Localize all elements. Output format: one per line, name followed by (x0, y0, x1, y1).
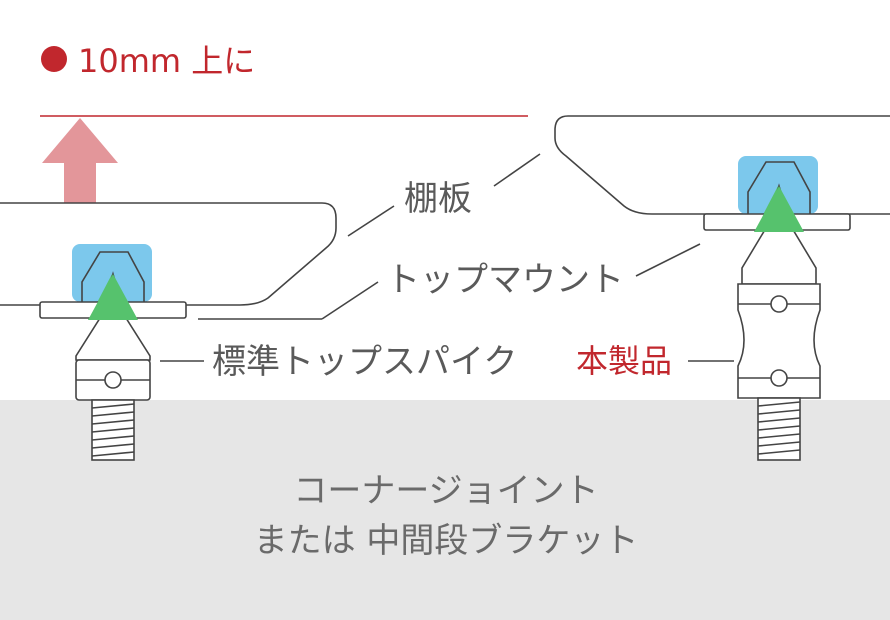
label-top-mount: トップマウント (386, 260, 624, 300)
label-shelf: 棚板 (404, 179, 472, 219)
up-arrow-icon (42, 118, 118, 203)
shelf-board-right (554, 115, 890, 215)
headline-text: 10mm 上に (78, 42, 255, 80)
leader-shelf (347, 205, 395, 237)
leader-shelf-right (493, 153, 541, 187)
leader-top-mount-right (635, 243, 701, 277)
base-label-line1: コーナージョイント (293, 471, 598, 511)
red-dot-icon (41, 46, 67, 72)
base-label-line2: または 中間段ブラケット (254, 521, 639, 561)
label-this-product: 本製品 (576, 342, 672, 380)
leader-top-mount-2 (321, 281, 379, 320)
label-standard-spike: 標準トップスパイク (212, 342, 517, 382)
shelf-board-left (0, 202, 337, 306)
standard-spike-left (75, 271, 151, 461)
base-band (0, 400, 890, 620)
product-spike-right (737, 183, 821, 461)
